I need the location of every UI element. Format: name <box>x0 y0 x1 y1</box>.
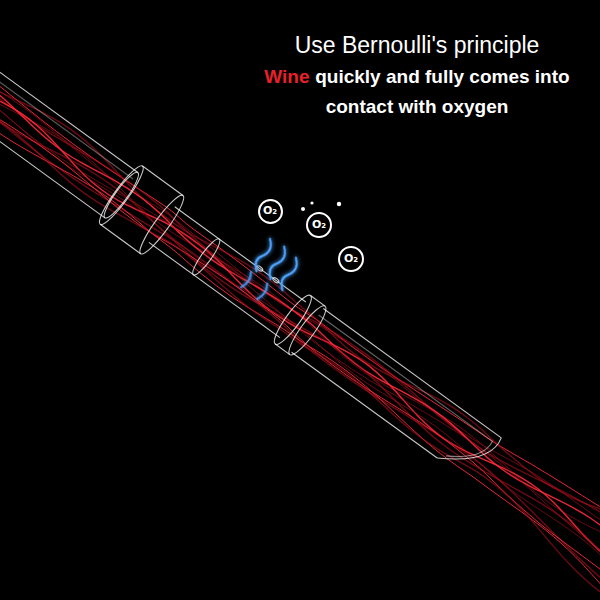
wine-strand <box>0 0 600 578</box>
wine-strand <box>0 0 600 573</box>
wine-strand <box>0 18 600 596</box>
oxygen-bubble: O₂ <box>338 246 364 272</box>
oxygen-bubble: O₂ <box>306 212 332 238</box>
wine-strand <box>0 8 600 582</box>
wine-strand <box>0 0 600 567</box>
wine-strand <box>0 17 600 600</box>
oxygen-label: O₂ <box>263 205 277 217</box>
air-flow <box>237 237 303 307</box>
heading-line: Wine <box>264 66 309 87</box>
oxygen-label: O₂ <box>344 253 358 265</box>
wine-strand <box>0 20 600 600</box>
wine-strand <box>0 11 600 591</box>
wine-strand <box>0 21 600 600</box>
wine-strand <box>0 7 600 583</box>
wine-strand <box>0 1 600 576</box>
heading-line: quickly and fully comes into contact wit… <box>315 66 569 117</box>
bubble-dots <box>301 201 341 211</box>
oxygen-label: O₂ <box>312 219 326 231</box>
oxygen-bubble: O₂ <box>258 199 283 224</box>
heading: Use Bernoulli's principle <box>232 30 600 60</box>
